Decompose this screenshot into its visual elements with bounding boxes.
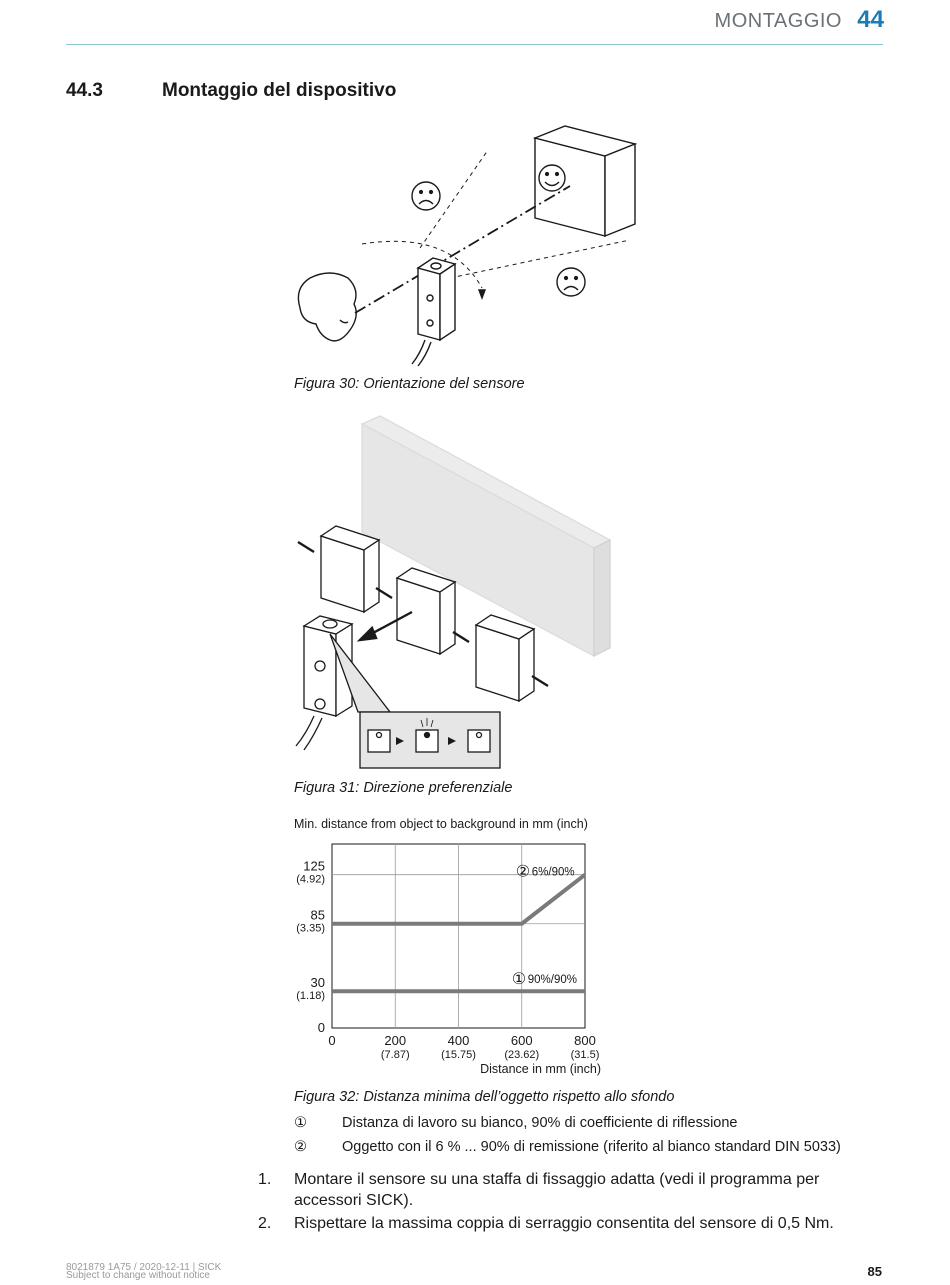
x-tick-sublabel: (31.5) xyxy=(571,1049,600,1061)
chart-title: Min. distance from object to background … xyxy=(294,817,588,831)
x-tick-label: 200 xyxy=(384,1033,406,1048)
series-name-label: 6%/90% xyxy=(532,867,575,879)
y-tick-sublabel: (1.18) xyxy=(296,990,325,1002)
running-header-title: MONTAGGIO xyxy=(714,10,842,32)
series-marker-label: ① xyxy=(512,971,526,988)
step-item: 2. Rispettare la massima coppia di serra… xyxy=(258,1213,880,1234)
figure-30-caption: Figura 30: Orientazione del sensore xyxy=(294,376,525,392)
series-marker-label: ② xyxy=(516,864,530,881)
figure-31-caption: Figura 31: Direzione preferenziale xyxy=(294,780,513,796)
step-text: Montare il sensore su una staffa di fiss… xyxy=(294,1171,820,1209)
x-tick-label: 400 xyxy=(448,1033,470,1048)
x-tick-sublabel: (15.75) xyxy=(441,1049,476,1061)
y-tick-label: 125 xyxy=(303,859,325,874)
legend-text: Distanza di lavoro su bianco, 90% di coe… xyxy=(342,1115,738,1131)
step-item: 1. Montare il sensore su una staffa di f… xyxy=(258,1169,880,1211)
figure-preferred-direction xyxy=(295,415,612,769)
header-divider xyxy=(66,44,883,45)
minimum-distance-chart: 0 30(1.18) 85(3.35) 125(4.92) 0 200(7.87) 400… xyxy=(296,843,601,1076)
section-number: 44.3 xyxy=(66,80,103,101)
chapter-number: 44 xyxy=(857,6,884,33)
series-line-2 xyxy=(332,873,587,926)
legend-text: Oggetto con il 6 % ... 90% di remissione… xyxy=(342,1139,841,1155)
y-tick-sublabel: (4.92) xyxy=(296,874,325,886)
y-tick-sublabel: (3.35) xyxy=(296,923,325,935)
x-tick-sublabel: (7.87) xyxy=(381,1049,410,1061)
y-tick-label: 85 xyxy=(311,908,325,923)
document-reference: 8021879 1A75 / 2020-12-11 | SICK xyxy=(66,1262,222,1273)
figure-sensor-orientation xyxy=(297,125,638,367)
change-notice: Subject to change without notice xyxy=(66,1270,210,1281)
step-number: 2. xyxy=(258,1215,272,1232)
x-tick-sublabel: (23.62) xyxy=(504,1049,539,1061)
step-number: 1. xyxy=(258,1171,272,1188)
legend-symbol: ① xyxy=(294,1115,307,1131)
legend-symbol: ② xyxy=(294,1139,307,1155)
y-tick-label: 30 xyxy=(311,975,325,990)
instruction-steps: 1. Montare il sensore su una staffa di f… xyxy=(258,1169,880,1236)
figure-32-caption: Figura 32: Distanza minima dell’oggetto … xyxy=(294,1089,675,1105)
x-tick-label: 600 xyxy=(511,1033,533,1048)
page-number: 85 xyxy=(867,1264,882,1279)
section-title: Montaggio del dispositivo xyxy=(162,80,397,101)
step-text: Rispettare la massima coppia di serraggi… xyxy=(294,1215,834,1232)
x-tick-label: 800 xyxy=(574,1033,596,1048)
x-tick-label: 0 xyxy=(328,1033,335,1048)
series-name-label: 90%/90% xyxy=(528,974,577,986)
x-axis-label: Distance in mm (inch) xyxy=(480,1062,601,1076)
y-tick-label: 0 xyxy=(318,1020,325,1035)
